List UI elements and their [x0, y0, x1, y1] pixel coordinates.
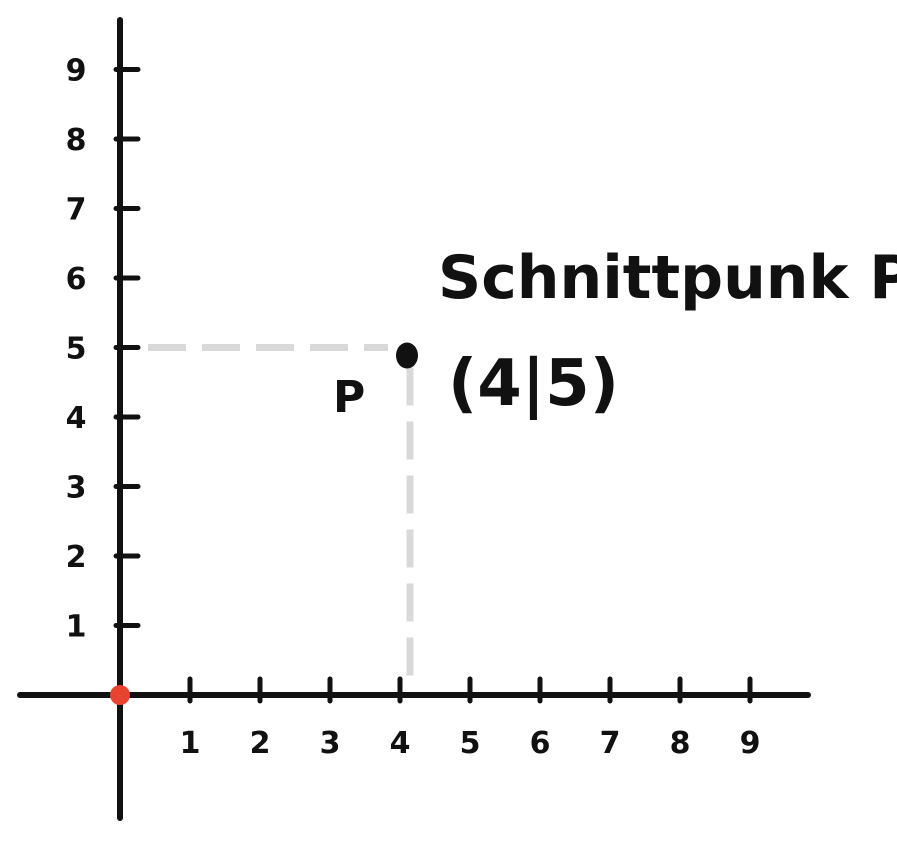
x-tick-label-8: 8 [670, 726, 691, 761]
y-tick-labels: 1 2 3 4 5 6 7 8 9 [66, 54, 87, 645]
y-tick-label-7: 7 [66, 193, 87, 228]
y-tick-label-6: 6 [66, 262, 87, 297]
x-tick-label-9: 9 [740, 726, 761, 761]
x-tick-label-2: 2 [250, 726, 271, 761]
y-tick-label-8: 8 [66, 123, 87, 158]
y-tick-label-4: 4 [66, 401, 87, 436]
y-ticks [113, 67, 141, 628]
origin-point [110, 685, 130, 705]
x-tick-label-5: 5 [460, 726, 481, 761]
y-tick-label-1: 1 [66, 610, 87, 645]
point-p [396, 342, 418, 369]
x-tick-label-3: 3 [320, 726, 341, 761]
x-tick-label-7: 7 [600, 726, 621, 761]
point-label: P [333, 372, 365, 423]
intersection-coordinates: (4|5) [448, 347, 619, 421]
x-tick-labels: 1 2 3 4 5 6 7 8 9 [180, 726, 761, 761]
y-tick-label-9: 9 [66, 54, 87, 89]
x-tick-label-4: 4 [390, 726, 411, 761]
data-points [110, 342, 418, 705]
y-tick-label-2: 2 [66, 540, 87, 575]
guide-lines [148, 344, 414, 681]
intersection-title: Schnittpunk P [438, 243, 897, 313]
x-ticks [187, 676, 753, 704]
y-tick-label-3: 3 [66, 471, 87, 506]
x-tick-label-6: 6 [530, 726, 551, 761]
x-tick-label-1: 1 [180, 726, 201, 761]
y-tick-label-5: 5 [66, 332, 87, 367]
